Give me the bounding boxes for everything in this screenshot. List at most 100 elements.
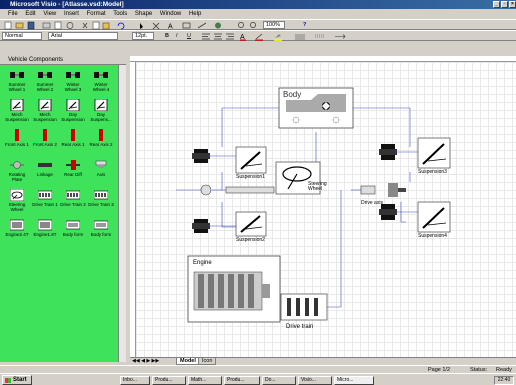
drive-train-shape[interactable] xyxy=(280,293,328,321)
stencil-shape[interactable]: Rear Axis 2 xyxy=(88,129,114,147)
wheel-icon xyxy=(94,72,108,78)
stencil-shape[interactable]: Mech Suspension xyxy=(32,99,58,122)
taskbar-item[interactable]: Math... xyxy=(188,376,222,385)
italic-button[interactable]: I xyxy=(176,33,178,39)
menu-help[interactable]: Help xyxy=(188,11,202,17)
stencil-shape[interactable]: Front Axis 1 xyxy=(4,129,30,147)
suspension1-shape[interactable] xyxy=(192,146,267,174)
stencil-shape[interactable]: Front Axis 2 xyxy=(32,129,58,147)
zoom-combo[interactable]: 100% xyxy=(263,21,285,29)
window-title: Microsoft Visio - [Atlasse.vsd:Model] xyxy=(10,1,124,8)
stencil-shape[interactable]: Rear Axis 1 xyxy=(60,129,86,147)
stencil-shape[interactable]: Rear Diff xyxy=(60,159,86,177)
suspension-icon xyxy=(38,99,52,111)
close-button[interactable]: × xyxy=(509,1,516,8)
drive-train-icon xyxy=(66,190,80,200)
axis-icon xyxy=(15,129,19,141)
steering-wheel-shape[interactable] xyxy=(275,161,321,195)
stencil-shape[interactable]: Body form xyxy=(60,219,86,237)
stencil-scrollbar[interactable] xyxy=(118,65,126,362)
maximize-button[interactable]: ▫ xyxy=(501,1,508,8)
suspension1-label: Suspension1 xyxy=(236,174,265,180)
stencil-shape[interactable]: Body form xyxy=(88,219,114,237)
suspension4-label: Suspension4 xyxy=(418,233,447,239)
taskbar-item[interactable]: Produ... xyxy=(224,376,260,385)
suspension2-shape[interactable] xyxy=(192,211,267,237)
drive-axis-shape[interactable] xyxy=(360,183,406,197)
wheel-icon xyxy=(66,72,80,78)
menu-tools[interactable]: Tools xyxy=(113,11,128,17)
bold-button[interactable]: B xyxy=(165,33,169,39)
tab-nav-arrows[interactable]: ◀◀ ◀ ▶ ▶▶ xyxy=(132,358,160,364)
stencil-shape[interactable]: Linkage xyxy=(32,159,58,177)
format-toolbar: Normal Arial 12pt. B I U A xyxy=(0,30,516,41)
windows-logo-icon xyxy=(5,378,11,383)
menu-bar: File Edit View Insert Format Tools Shape… xyxy=(0,9,516,19)
engine-shape[interactable] xyxy=(187,255,281,323)
axis-icon xyxy=(43,129,47,141)
font-combo[interactable]: Arial xyxy=(48,32,118,40)
rear-diff-icon xyxy=(66,160,80,170)
stencil-pane: Summer Wheel 1 Summer Wheel 2 Winter Whe… xyxy=(0,65,126,362)
svg-text:A: A xyxy=(168,24,173,31)
tab-model[interactable]: Model xyxy=(176,358,200,365)
stencil-shape[interactable]: Axis xyxy=(88,159,114,177)
suspension4-shape[interactable] xyxy=(379,201,451,233)
stencil-shape[interactable]: Summer Wheel 2 xyxy=(32,69,58,92)
suspension-icon xyxy=(66,99,80,111)
style-combo[interactable]: Normal xyxy=(2,32,42,40)
start-button[interactable]: Start xyxy=(2,375,32,385)
format-icons[interactable]: A xyxy=(200,32,380,41)
suspension2-label: Suspension2 xyxy=(236,237,265,243)
taskbar-item[interactable]: Inbo... xyxy=(120,376,150,385)
menu-edit[interactable]: Edit xyxy=(25,11,36,17)
stencil-shape[interactable]: Engine1.8T xyxy=(32,219,58,237)
menu-file[interactable]: File xyxy=(8,11,18,17)
clock: 22:40 xyxy=(494,376,514,385)
engine-icon xyxy=(10,219,24,231)
steering-wheel-icon xyxy=(10,189,24,201)
stencil-shape[interactable]: Day Suspens... xyxy=(88,99,114,122)
taskbar-item[interactable]: Visio... xyxy=(298,376,332,385)
front-axis-shape[interactable] xyxy=(200,184,275,196)
taskbar: Start Inbo... Produ... Math... Produ... … xyxy=(0,373,516,385)
font-size-combo[interactable]: 12pt. xyxy=(132,32,154,40)
toolbar-icons[interactable]: A xyxy=(3,21,303,30)
stencil-shape[interactable]: Steering Wheel xyxy=(4,189,30,212)
body-form-icon xyxy=(66,220,80,230)
menu-window[interactable]: Window xyxy=(159,11,182,17)
taskbar-item[interactable]: Do... xyxy=(262,376,296,385)
minimize-button[interactable]: _ xyxy=(493,1,500,8)
stencil-shape[interactable]: Winter Wheel 4 xyxy=(88,69,114,92)
taskbar-item-active[interactable]: Micro... xyxy=(334,376,374,385)
stencil-shape[interactable]: Day Suspension xyxy=(60,99,86,122)
stencil-shape[interactable]: Rotating Plate xyxy=(4,159,30,182)
help-button[interactable]: ? xyxy=(303,22,307,28)
body-form-icon xyxy=(94,220,108,230)
menu-insert[interactable]: Insert xyxy=(63,11,79,17)
stencil-shape[interactable]: Drive Train 3 xyxy=(88,189,114,207)
wheel-icon xyxy=(38,72,52,78)
stencil-shape[interactable]: Winter Wheel 3 xyxy=(60,69,86,92)
stencil-header[interactable]: Vehicle Components xyxy=(0,56,126,65)
body-label: Body xyxy=(283,90,302,99)
vertical-ruler xyxy=(130,62,136,359)
axis-icon xyxy=(95,160,107,168)
stencil-shape[interactable]: Engine2.4T xyxy=(4,219,30,237)
stencil-shape[interactable]: Mech Suspension xyxy=(4,99,30,122)
menu-shape[interactable]: Shape xyxy=(134,11,153,17)
stencil-shape[interactable]: Drive Train 2 xyxy=(60,189,86,207)
menu-format[interactable]: Format xyxy=(86,11,106,17)
stencil-shape[interactable]: Summer Wheel 1 xyxy=(4,69,30,92)
tab-icon[interactable]: Icon xyxy=(198,358,217,365)
suspension3-shape[interactable] xyxy=(379,137,451,169)
horizontal-ruler xyxy=(130,56,516,62)
drawing-canvas[interactable]: Body Suspension1 Steering Wheel Suspensi… xyxy=(136,62,516,357)
underline-button[interactable]: U xyxy=(187,33,191,39)
status-value: Ready xyxy=(496,367,512,373)
stencil-shape[interactable]: Drive Train 1 xyxy=(32,189,58,207)
drive-axis-label: Drive axis xyxy=(361,200,383,206)
taskbar-item[interactable]: Produ... xyxy=(152,376,186,385)
wheel-icon xyxy=(10,72,24,78)
menu-view[interactable]: View xyxy=(43,11,57,17)
